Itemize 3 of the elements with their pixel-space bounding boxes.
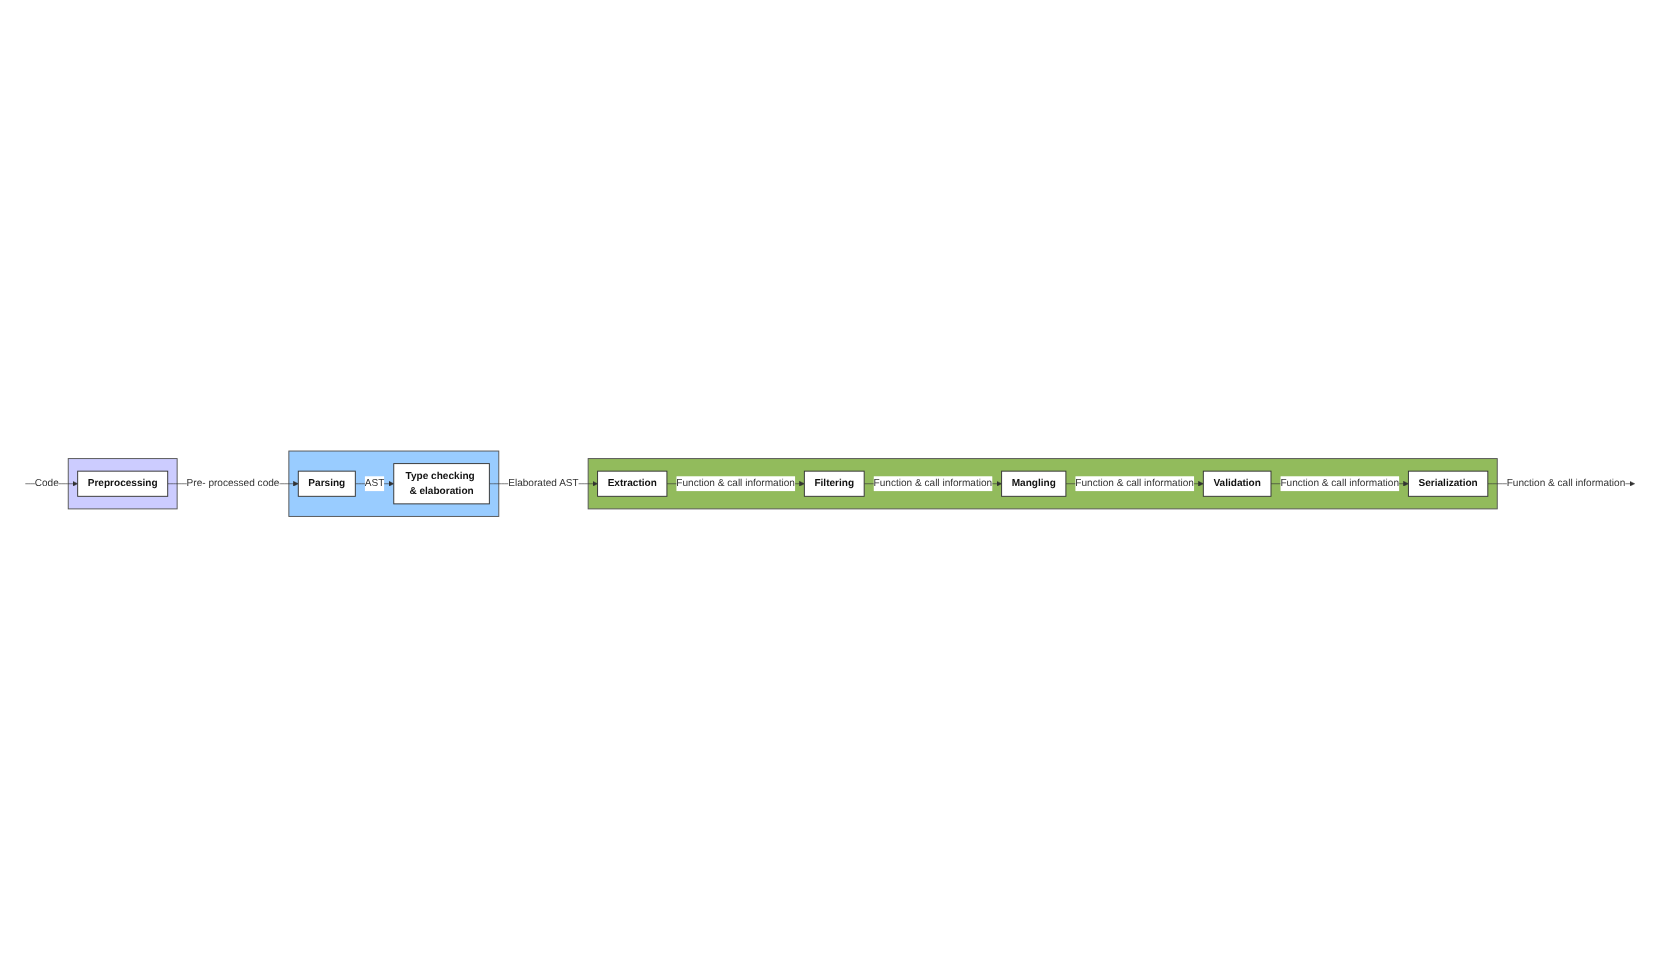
cluster [67,458,178,510]
cluster [288,450,500,518]
cluster [587,458,1498,510]
